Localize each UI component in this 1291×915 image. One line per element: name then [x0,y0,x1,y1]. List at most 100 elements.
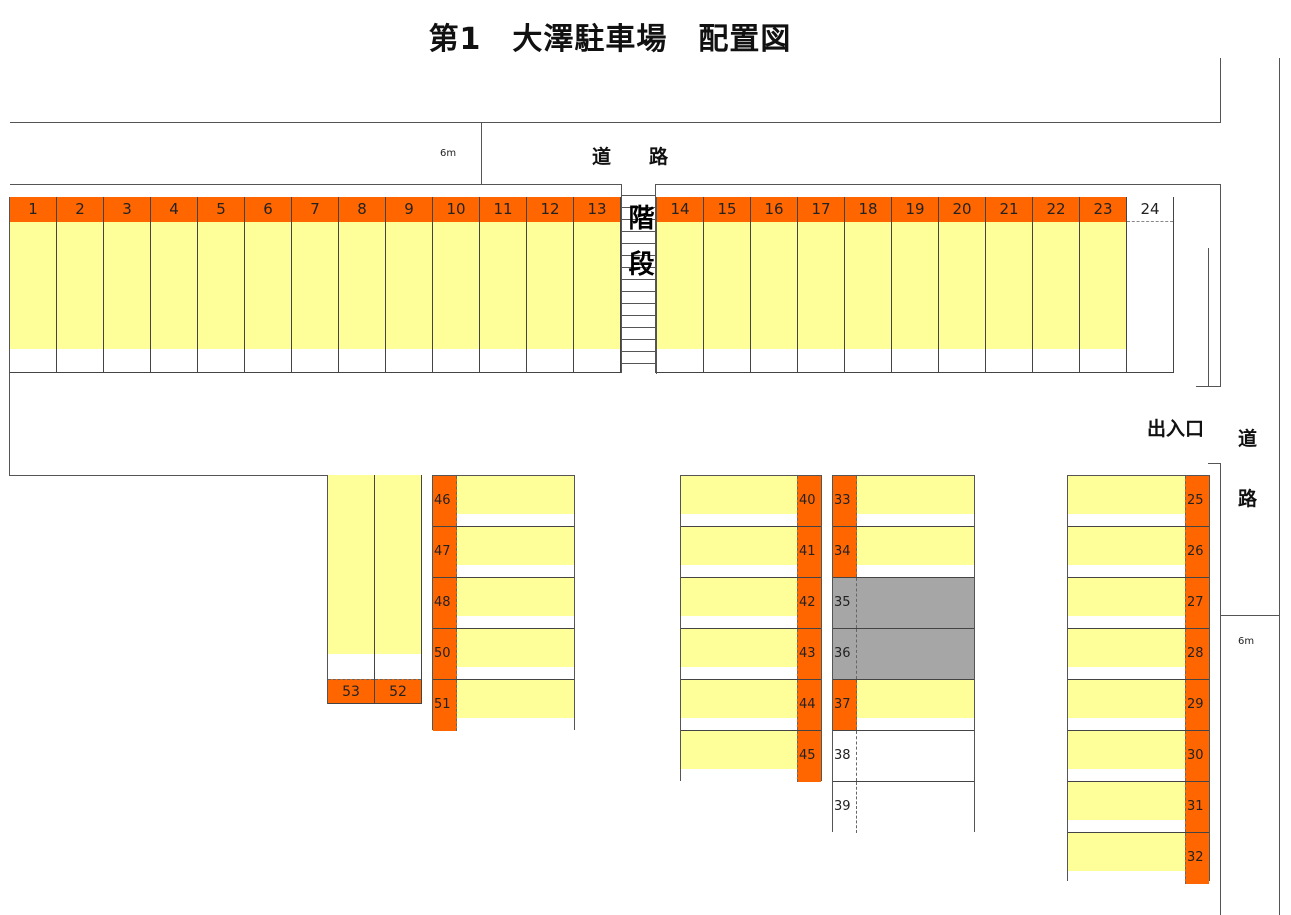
space-number: 3 [104,197,150,222]
lot-edge-right-upper [1220,184,1221,387]
parking-space-30[interactable]: 30 [1068,731,1209,782]
parking-space-27[interactable]: 27 [1068,578,1209,629]
top-row-left-edge-right [656,197,657,374]
parking-space-46[interactable]: 46 [433,476,574,527]
parking-space-42[interactable]: 42 [681,578,821,629]
space-number: 40 [797,476,821,526]
parking-space-3[interactable]: 3 [104,197,151,373]
space-fill [857,629,974,679]
space-fill [457,680,574,718]
space-fill [457,476,574,514]
parking-space-47[interactable]: 47 [433,527,574,578]
space-fill [857,680,974,718]
parking-space-15[interactable]: 15 [704,197,751,373]
parking-space-35[interactable]: 35 [833,578,974,629]
space-number: 46 [433,476,457,526]
space-number: 8 [339,197,385,222]
parking-space-34[interactable]: 34 [833,527,974,578]
parking-space-29[interactable]: 29 [1068,680,1209,731]
parking-space-53[interactable]: 53 [328,475,375,704]
parking-space-41[interactable]: 41 [681,527,821,578]
parking-space-50[interactable]: 50 [433,629,574,680]
road-edge-top-right [1220,58,1221,123]
parking-space-10[interactable]: 10 [433,197,480,373]
parking-space-48[interactable]: 48 [433,578,574,629]
space-fill [1068,680,1185,718]
space-fill [1068,833,1185,871]
space-number: 48 [433,578,457,628]
parking-space-40[interactable]: 40 [681,476,821,527]
space-fill [892,222,938,349]
parking-space-21[interactable]: 21 [986,197,1033,373]
parking-space-24[interactable]: 24 [1127,197,1174,373]
space-number: 16 [751,197,797,222]
parking-space-7[interactable]: 7 [292,197,339,373]
space-fill [681,527,797,565]
space-number: 18 [845,197,891,222]
space-fill [1068,731,1185,769]
parking-space-23[interactable]: 23 [1080,197,1127,373]
space-fill [457,527,574,565]
parking-space-25[interactable]: 25 [1068,476,1209,527]
parking-space-19[interactable]: 19 [892,197,939,373]
parking-space-37[interactable]: 37 [833,680,974,731]
space-number: 14 [657,197,703,222]
parking-space-6[interactable]: 6 [245,197,292,373]
parking-space-22[interactable]: 22 [1033,197,1080,373]
lot-edge-left [9,373,10,475]
space-number: 11 [480,197,526,222]
space-number: 22 [1033,197,1079,222]
parking-space-43[interactable]: 43 [681,629,821,680]
space-number: 24 [1127,197,1173,222]
space-fill [1127,222,1173,349]
parking-space-36[interactable]: 36 [833,629,974,680]
space-fill [328,475,374,654]
space-fill [57,222,103,349]
parking-space-16[interactable]: 16 [751,197,798,373]
parking-space-52[interactable]: 52 [375,475,422,704]
parking-space-20[interactable]: 20 [939,197,986,373]
parking-space-38[interactable]: 38 [833,731,974,782]
parking-space-28[interactable]: 28 [1068,629,1209,680]
space-number: 17 [798,197,844,222]
space-fill [527,222,573,349]
space-number: 27 [1185,578,1209,628]
parking-space-13[interactable]: 13 [574,197,621,373]
parking-space-5[interactable]: 5 [198,197,245,373]
parking-space-17[interactable]: 17 [798,197,845,373]
space-number: 45 [797,731,821,782]
space-fill [857,476,974,514]
parking-space-33[interactable]: 33 [833,476,974,527]
space-number: 32 [1185,833,1209,884]
parking-space-39[interactable]: 39 [833,782,974,833]
space-number: 28 [1185,629,1209,679]
parking-space-32[interactable]: 32 [1068,833,1209,884]
parking-space-2[interactable]: 2 [57,197,104,373]
space-number: 44 [797,680,821,730]
parking-space-14[interactable]: 14 [657,197,704,373]
parking-space-12[interactable]: 12 [527,197,574,373]
parking-space-51[interactable]: 51 [433,680,574,731]
parking-space-26[interactable]: 26 [1068,527,1209,578]
space-number: 42 [797,578,821,628]
space-number: 33 [833,476,857,526]
road-edge-lot [10,184,1221,185]
parking-space-9[interactable]: 9 [386,197,433,373]
parking-space-18[interactable]: 18 [845,197,892,373]
parking-space-1[interactable]: 1 [10,197,57,373]
parking-space-8[interactable]: 8 [339,197,386,373]
parking-space-11[interactable]: 11 [480,197,527,373]
space-number: 30 [1185,731,1209,781]
space-number: 38 [833,731,857,781]
parking-space-44[interactable]: 44 [681,680,821,731]
space-number: 26 [1185,527,1209,577]
space-number: 41 [797,527,821,577]
space-fill [245,222,291,349]
parking-space-31[interactable]: 31 [1068,782,1209,833]
parking-space-4[interactable]: 4 [151,197,198,373]
top-road-label: 道 路 [592,146,669,168]
space-number: 23 [1080,197,1126,222]
parking-space-45[interactable]: 45 [681,731,821,782]
space-number: 50 [433,629,457,679]
stairs-label: 階段 [624,204,654,296]
